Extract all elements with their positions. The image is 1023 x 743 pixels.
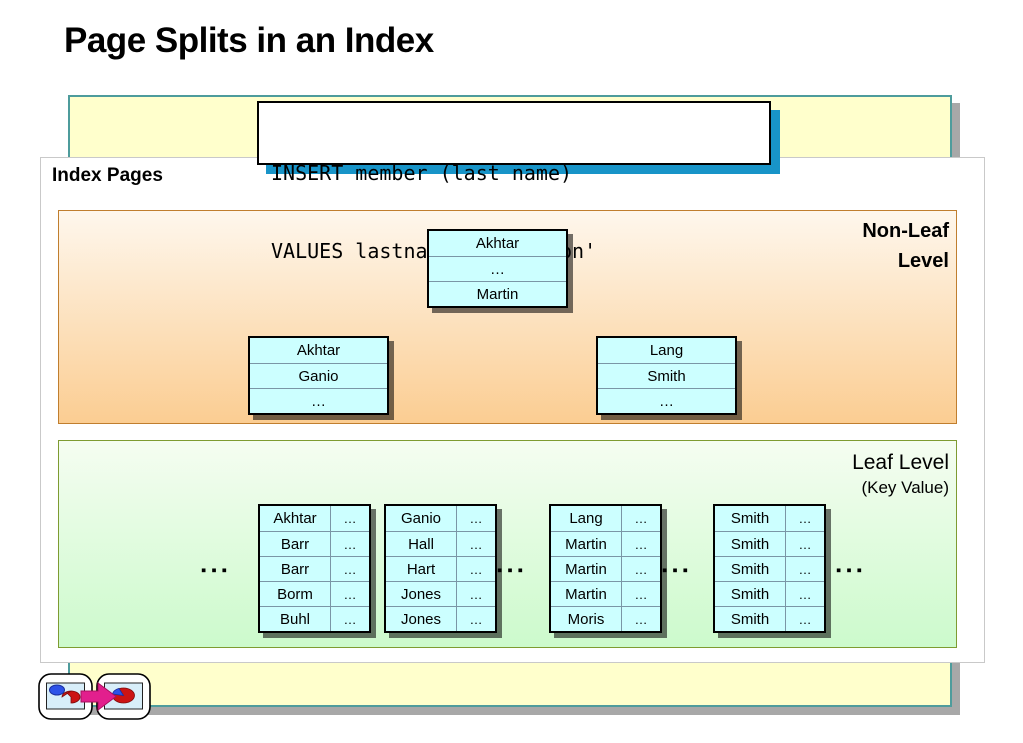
more-cell: … [343,587,357,602]
more-cell: … [634,587,648,602]
non-leaf-level-label: Non-Leaf Level [862,216,949,276]
key-cell: Smith [715,532,786,556]
more-cell: … [469,612,483,627]
key-cell: Barr [260,532,331,556]
key-row: Martin [429,281,566,306]
key-cell: Martin [551,557,622,581]
key-row: Smith [598,363,735,388]
key-cell: Jones [386,607,457,631]
more-cell: … [469,511,483,526]
leaf-page-table-2: Ganio … Hall … Hart … Jones … Jones … [384,504,497,633]
leaf-ellipsis-separator: ▪▪▪ [497,562,528,579]
leaf-ellipsis-separator: ▪▪▪ [662,562,693,579]
pie-chart-after-split-icon [96,673,151,720]
table-row: Smith … [715,506,824,531]
leaf-page-table-1: Akhtar … Barr … Barr … Borm … Buhl … [258,504,371,633]
table-row: Jones … [386,581,495,606]
more-cell: … [343,537,357,552]
key-cell: Smith [715,582,786,606]
non-leaf-right-page-box: Lang Smith … [596,336,737,415]
key-cell: Buhl [260,607,331,631]
table-row: Smith … [715,606,824,631]
key-row: Akhtar [296,342,341,359]
table-row: Barr … [260,556,369,581]
leaf-ellipsis-separator: ▪▪▪ [836,562,867,579]
more-cell: … [798,612,812,627]
key-row: … [598,388,735,413]
non-leaf-label-line-1: Non-Leaf [862,220,949,242]
more-cell: … [343,612,357,627]
table-row: Akhtar … [260,506,369,531]
key-row: Akhtar [475,235,520,252]
more-cell: … [634,562,648,577]
table-row: Barr … [260,531,369,556]
split-arrow-icon [80,682,117,711]
sql-code-line-1: INSERT member (last name) [271,161,573,185]
key-cell: Smith [715,607,786,631]
more-cell: … [469,587,483,602]
slide-footer-graphic [37,671,153,723]
more-cell: … [343,562,357,577]
key-cell: Smith [715,557,786,581]
key-row: Lang [649,342,684,359]
sql-code-box: INSERT member (last name) VALUES lastnam… [257,101,771,263]
key-cell: Borm [260,582,331,606]
key-cell: Akhtar [260,506,331,531]
key-cell: Jones [386,582,457,606]
more-cell: … [469,562,483,577]
table-row: Jones … [386,606,495,631]
more-cell: … [343,511,357,526]
key-row: … [429,256,566,281]
leaf-label-line-2: (Key Value) [861,478,949,497]
table-row: Moris … [551,606,660,631]
table-row: Borm … [260,581,369,606]
leaf-label-line-1: Leaf Level [852,451,949,474]
more-cell: … [634,511,648,526]
more-cell: … [798,562,812,577]
table-row: Martin … [551,556,660,581]
table-row: Smith … [715,531,824,556]
more-cell: … [634,612,648,627]
key-cell: Lang [551,506,622,531]
more-cell: … [798,511,812,526]
key-cell: Martin [551,532,622,556]
key-cell: Smith [715,506,786,531]
page-split-illustration [38,673,151,720]
key-cell: Hart [386,557,457,581]
table-row: Lang … [551,506,660,531]
non-leaf-left-page-box: Akhtar Ganio … [248,336,389,415]
leaf-level-label: Leaf Level (Key Value) [852,449,949,500]
leaf-page-table-3: Lang … Martin … Martin … Martin … Moris … [549,504,662,633]
key-cell: Martin [551,582,622,606]
non-leaf-root-page-box: Akhtar … Martin [427,229,568,308]
more-cell: … [634,537,648,552]
key-row: … [250,388,387,413]
table-row: Ganio … [386,506,495,531]
leaf-ellipsis-separator: ▪▪▪ [201,562,232,579]
table-row: Smith … [715,581,824,606]
key-cell: Hall [386,532,457,556]
key-cell: Ganio [386,506,457,531]
non-leaf-label-line-2: Level [897,250,949,272]
key-cell: Barr [260,557,331,581]
table-row: Buhl … [260,606,369,631]
more-cell: … [798,587,812,602]
leaf-page-table-4: Smith … Smith … Smith … Smith … Smith … [713,504,826,633]
key-row: Ganio [250,363,387,388]
key-cell: Moris [551,607,622,631]
more-cell: … [798,537,812,552]
table-row: Martin … [551,581,660,606]
table-row: Martin … [551,531,660,556]
index-pages-label: Index Pages [52,165,163,186]
table-row: Hall … [386,531,495,556]
table-row: Smith … [715,556,824,581]
more-cell: … [469,537,483,552]
table-row: Hart … [386,556,495,581]
page-title: Page Splits in an Index [64,21,434,60]
